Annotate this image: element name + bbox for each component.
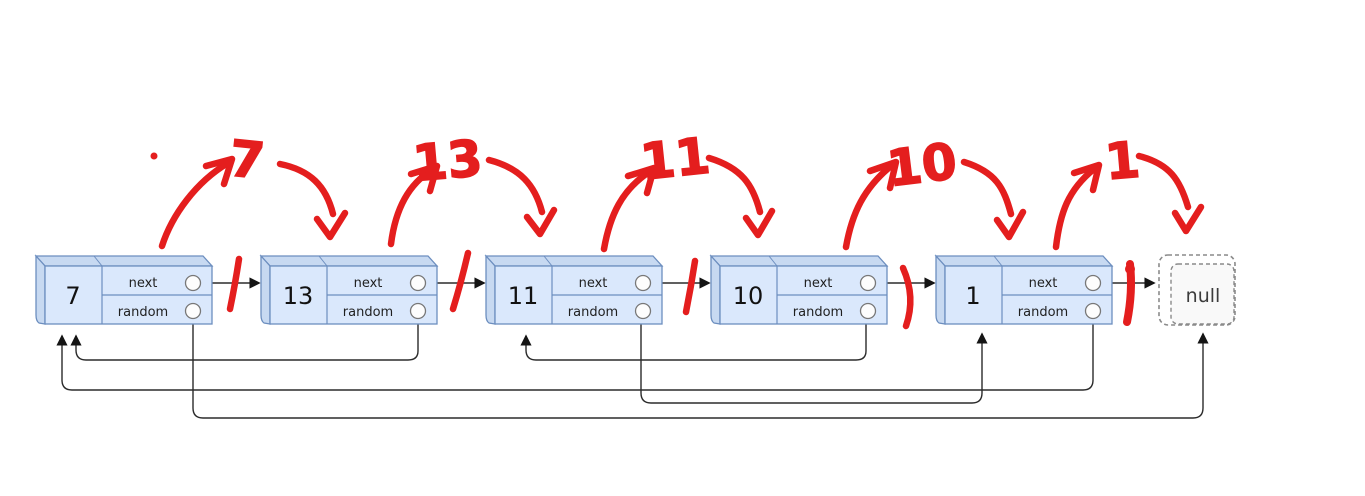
next-field-label: next — [579, 276, 608, 291]
red-insert-tick-3 — [682, 257, 699, 316]
red-up-arrowhead-3 — [624, 164, 658, 197]
red-copied-node-number: 11 — [638, 127, 713, 192]
random-field-label: random — [793, 305, 843, 320]
red-insert-tick-4 — [899, 264, 914, 330]
next-field-label: next — [1029, 276, 1058, 291]
red-up-arrowhead-2 — [407, 162, 441, 195]
random-pointer-circle — [409, 302, 427, 320]
node-left-bevel — [710, 254, 721, 325]
next-pointer-circle — [859, 274, 877, 292]
red-down-arrow-4 — [960, 158, 1015, 218]
next-pointer-circle — [634, 274, 652, 292]
random-pointer-circle — [184, 302, 202, 320]
red-up-arrow-1 — [158, 159, 232, 250]
red-number-layer: 7 13 11 10 1 — [226, 126, 1143, 199]
red-down-arrowhead-1 — [313, 209, 349, 241]
red-down-arrow-2 — [485, 156, 546, 216]
node-value: 13 — [283, 282, 314, 310]
red-down-arrowhead-2 — [523, 206, 558, 238]
list-node-1: 1 next random — [934, 254, 1114, 325]
node-bevel-divider — [93, 255, 103, 267]
red-copied-node-number: 13 — [410, 129, 484, 193]
node-value: 10 — [733, 282, 764, 310]
null-box-inner-dashed-border — [1170, 263, 1235, 325]
null-label: null — [1186, 285, 1221, 307]
node-top-bevel — [934, 255, 1114, 267]
red-down-arrowhead-4 — [993, 208, 1027, 241]
red-insert-tick-2 — [449, 249, 472, 313]
random-pointer-circle — [1084, 302, 1102, 320]
red-up-arrow-4 — [842, 162, 895, 251]
node-left-bevel — [260, 254, 271, 325]
node-left-bevel — [485, 254, 496, 325]
next-field-label: next — [804, 276, 833, 291]
random-arrow-7-to-null — [192, 318, 1209, 419]
red-dot — [150, 152, 158, 160]
red-up-arrow-5 — [1052, 165, 1098, 251]
random-arrow-1-to-7 — [56, 318, 1094, 391]
node-left-bevel — [35, 254, 46, 325]
next-pointer-circle — [1084, 274, 1102, 292]
red-up-arrow-2 — [387, 166, 436, 248]
node-top-bevel — [34, 255, 214, 267]
node-value: 1 — [965, 282, 980, 310]
red-copied-node-number: 1 — [1103, 131, 1143, 192]
next-pointer-circle — [409, 274, 427, 292]
null-box-outer-dashed-border — [1158, 254, 1236, 326]
red-insert-tick-1 — [226, 255, 243, 313]
red-down-arrow-1 — [276, 160, 337, 218]
random-field-label: random — [1018, 305, 1068, 320]
red-down-arrow-5 — [1135, 152, 1192, 211]
node-bevel-divider — [318, 255, 328, 267]
red-ink-layer — [150, 152, 1205, 330]
random-field-label: random — [568, 305, 618, 320]
red-down-arrow-3 — [705, 154, 764, 216]
red-up-arrow-3 — [600, 168, 653, 253]
red-up-arrowhead-5 — [1070, 161, 1103, 194]
red-down-arrowhead-3 — [742, 207, 776, 239]
red-copied-node-number: 7 — [226, 129, 267, 190]
list-node-10: 10 next random — [709, 254, 889, 325]
random-pointer-circle — [859, 302, 877, 320]
red-tick-blob — [1125, 264, 1135, 274]
red-down-arrowhead-5 — [1171, 203, 1205, 235]
red-up-arrowhead-1 — [202, 155, 236, 188]
node-bevel-divider — [543, 255, 553, 267]
list-node-11: 11 next random — [484, 254, 664, 325]
red-up-arrowhead-4 — [866, 158, 900, 192]
node-top-bevel — [259, 255, 439, 267]
random-pointer-circle — [634, 302, 652, 320]
list-node-13: 13 next random — [259, 254, 439, 325]
node-top-bevel — [484, 255, 664, 267]
random-arrow-11-to-1 — [640, 318, 988, 404]
random-arrow-13-to-7 — [70, 318, 419, 361]
node-bevel-divider — [993, 255, 1003, 267]
next-pointer-circle — [184, 274, 202, 292]
node-value: 11 — [508, 282, 539, 310]
null-terminator: null — [1158, 254, 1236, 326]
list-node-7: 7 next random — [34, 254, 214, 325]
node-bevel-divider — [768, 255, 778, 267]
random-arrow-10-to-11 — [520, 318, 867, 361]
random-field-label: random — [343, 305, 393, 320]
random-field-label: random — [118, 305, 168, 320]
red-copied-node-number: 10 — [884, 132, 960, 198]
next-field-label: next — [129, 276, 158, 291]
node-left-bevel — [935, 254, 946, 325]
next-field-label: next — [354, 276, 383, 291]
node-top-bevel — [709, 255, 889, 267]
node-value: 7 — [65, 282, 80, 310]
